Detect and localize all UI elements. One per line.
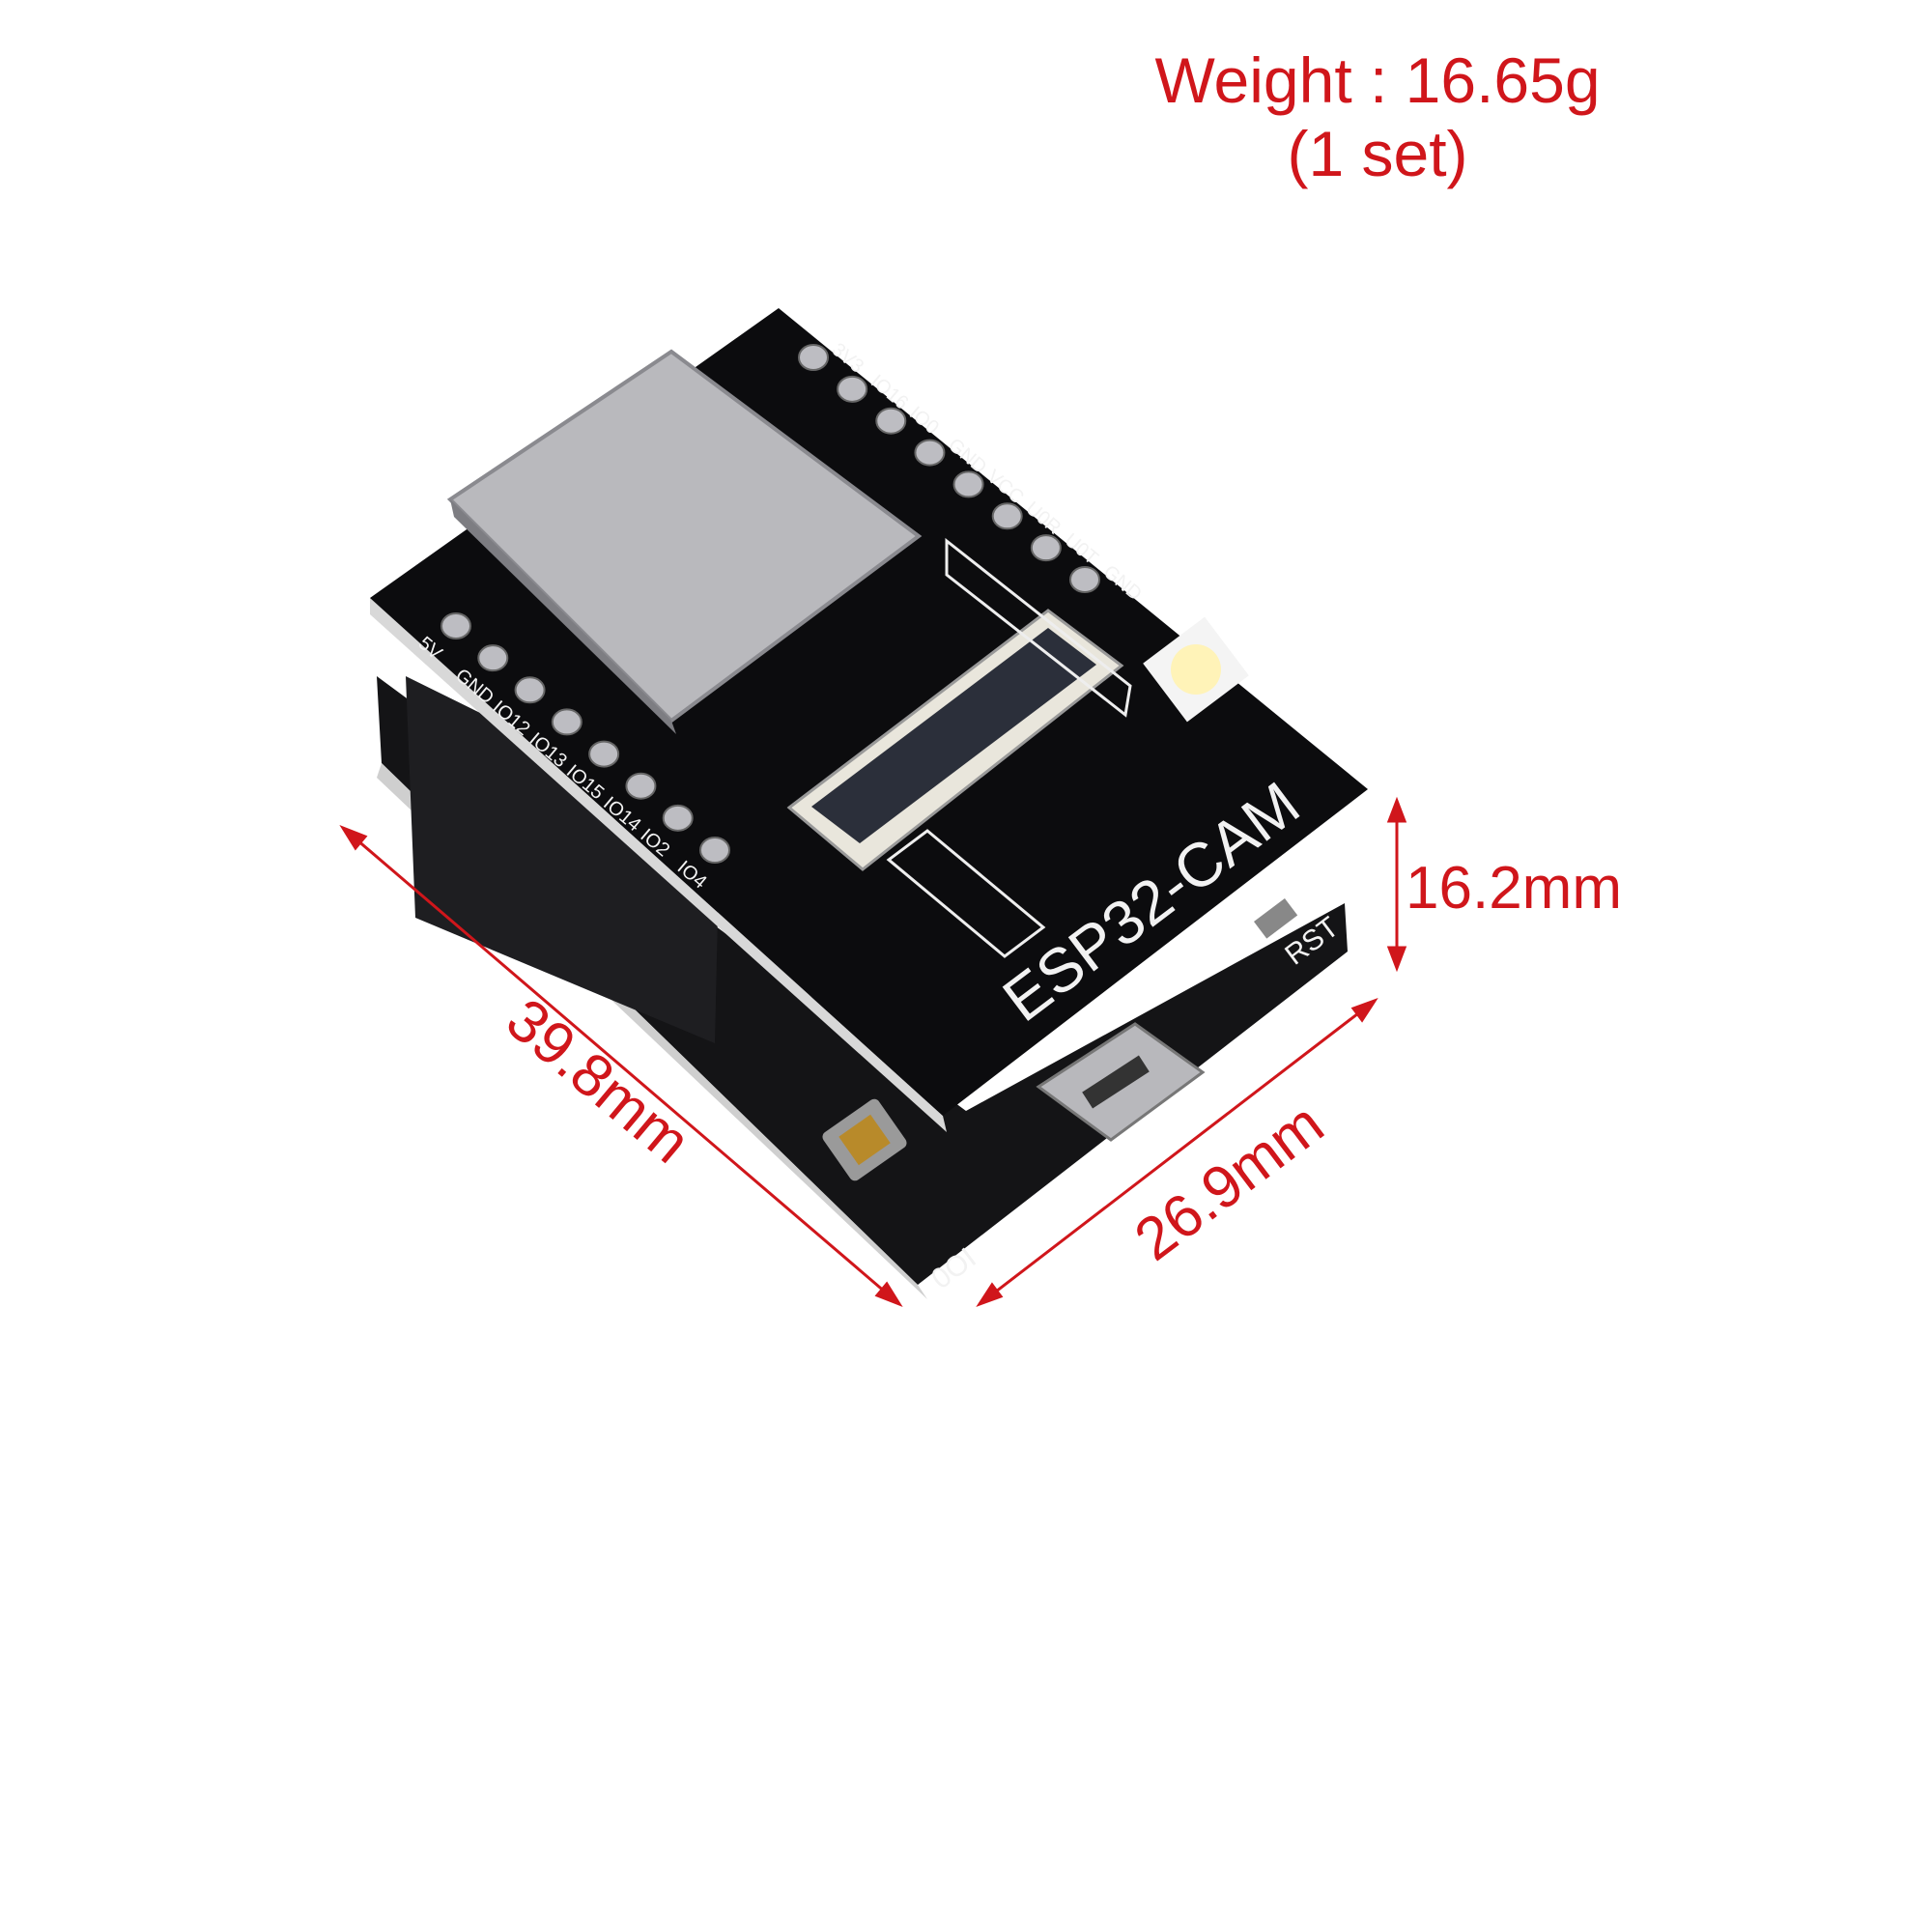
boot-button-cap[interactable] [838, 1114, 891, 1166]
header-pin [588, 740, 620, 768]
header-pin [477, 644, 509, 672]
silkscreen-outline [945, 537, 1132, 718]
usb-opening [1082, 1055, 1150, 1109]
silkscreen-outline [886, 829, 1046, 958]
header-pin [440, 612, 471, 639]
flash-led [1171, 644, 1221, 695]
camera-connector-slot [811, 628, 1096, 843]
height-label: 16.2mm [1406, 855, 1622, 922]
pin-header-block [406, 676, 720, 1043]
header-pin [914, 439, 946, 467]
header-pin [1069, 566, 1100, 593]
sd-card-slot-shade [450, 499, 676, 734]
upper-board-edge [370, 598, 947, 1132]
header-pin [625, 772, 657, 800]
header-pin [837, 375, 868, 403]
arrow-icon [339, 824, 368, 851]
length-dimension-line [342, 826, 900, 1306]
header-pin [514, 676, 546, 704]
header-pin [952, 470, 984, 498]
header-pin [991, 502, 1023, 530]
header-pin [875, 407, 907, 435]
arrow-icon [1386, 946, 1407, 973]
header-pin [798, 344, 829, 371]
header-pin [662, 804, 694, 832]
arrow-icon [1386, 796, 1407, 823]
arrow-icon [1350, 998, 1378, 1023]
width-dimension-line [979, 999, 1376, 1306]
arrow-icon [976, 1282, 1004, 1307]
header-pin [1030, 534, 1062, 562]
arrow-icon [874, 1281, 903, 1308]
width-label: 26.9mm [1122, 1091, 1335, 1274]
reset-button[interactable] [1254, 897, 1298, 939]
header-pin [551, 708, 582, 736]
header-pin [699, 837, 730, 864]
weight-label: Weight : 16.65g [1154, 44, 1600, 116]
weight-note: (1 set) [1287, 118, 1467, 189]
